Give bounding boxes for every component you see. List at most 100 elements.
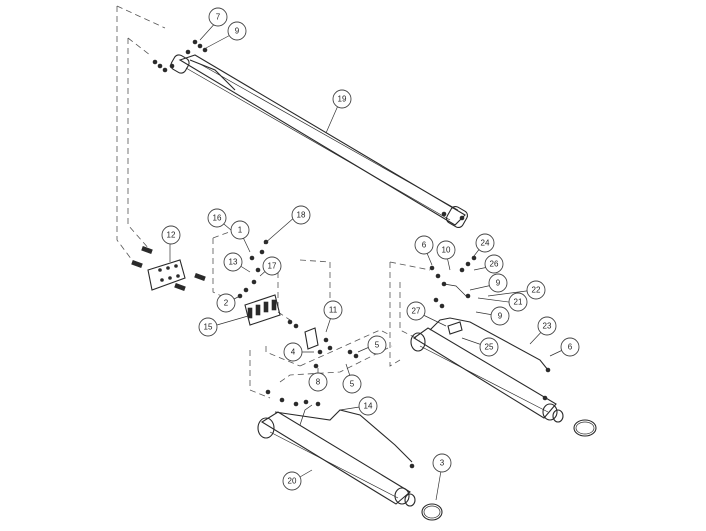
callout-c25: 25 (479, 337, 499, 357)
callout-label: 11 (329, 306, 338, 315)
callout-c6b: 6 (560, 337, 580, 357)
callout-circle (216, 293, 236, 313)
callout-c22: 22 (526, 280, 546, 300)
callout-circle (342, 374, 362, 394)
fittings-right (429, 255, 477, 309)
callout-circle (223, 252, 243, 272)
callout-label: 20 (288, 477, 297, 486)
callout-circle (207, 208, 227, 228)
callout-circle (282, 471, 302, 491)
callout-c20: 20 (282, 471, 302, 491)
callout-c21: 21 (508, 292, 528, 312)
callout-label: 1 (238, 226, 243, 235)
callout-c11: 11 (323, 300, 343, 320)
callout-circle (488, 273, 508, 293)
part-11-tee-bracket (287, 319, 359, 369)
callout-circle (479, 337, 499, 357)
callout-circle (432, 453, 452, 473)
callout-label: 16 (213, 214, 222, 223)
callout-label: 5 (375, 341, 380, 350)
callout-circle (308, 372, 328, 392)
callout-c19: 19 (332, 89, 352, 109)
callout-circle (367, 335, 387, 355)
callout-circle (490, 306, 510, 326)
hose-routing-lines (116, 5, 431, 399)
callout-label: 4 (291, 348, 296, 357)
callout-circle (230, 220, 250, 240)
callout-c27: 27 (406, 301, 426, 321)
callout-c1: 1 (230, 220, 250, 240)
callout-c12: 12 (161, 225, 181, 245)
callout-circle (526, 280, 546, 300)
callout-c5a: 5 (367, 335, 387, 355)
callout-label: 24 (481, 239, 490, 248)
callout-c5b: 5 (342, 374, 362, 394)
callout-label: 6 (422, 241, 427, 250)
callout-label: 15 (204, 323, 213, 332)
callout-label: 23 (543, 322, 552, 331)
callout-label: 9 (496, 279, 501, 288)
callout-label: 5 (350, 380, 355, 389)
callout-label: 13 (229, 258, 238, 267)
callout-circle (161, 225, 181, 245)
callout-circle (560, 337, 580, 357)
callout-c4: 4 (283, 342, 303, 362)
callout-c15: 15 (198, 317, 218, 337)
callout-c9a: 9 (227, 21, 247, 41)
callout-circle (436, 240, 456, 260)
callout-circle (508, 292, 528, 312)
callout-label: 22 (532, 286, 541, 295)
part-23-right-cylinder (410, 317, 564, 423)
callout-label: 27 (412, 307, 421, 316)
fittings-top (152, 39, 208, 73)
part-3-seal-ring-right (573, 419, 597, 437)
callout-circle (198, 317, 218, 337)
part-12-manifold-plate (131, 246, 206, 291)
callout-label: 2 (224, 299, 229, 308)
callout-circle (358, 396, 378, 416)
callout-label: 21 (514, 298, 523, 307)
callout-circle (537, 316, 557, 336)
part-19-boom-cylinder (169, 49, 469, 229)
callout-label: 26 (490, 260, 499, 269)
callout-label: 25 (485, 343, 494, 352)
callout-label: 14 (364, 402, 373, 411)
callout-c3: 3 (432, 453, 452, 473)
callout-c2: 2 (216, 293, 236, 313)
callout-label: 3 (440, 459, 445, 468)
callout-label: 9 (235, 27, 240, 36)
callout-c23: 23 (537, 316, 557, 336)
callout-label: 9 (498, 312, 503, 321)
callout-label: 19 (338, 95, 347, 104)
callout-label: 7 (216, 13, 221, 22)
callout-circle (227, 21, 247, 41)
callout-c16: 16 (207, 208, 227, 228)
callout-circle (283, 342, 303, 362)
callout-circle (475, 233, 495, 253)
callout-c10: 10 (436, 240, 456, 260)
callout-circle (208, 7, 228, 27)
callout-c7: 7 (208, 7, 228, 27)
callout-bubbles: 7 9 19 12 16 1 18 13 17 2 15 11 4 5 8 5 14 20 3 6 10 24 26 9 22 2… (161, 7, 580, 491)
callout-c9b: 9 (488, 273, 508, 293)
callout-label: 18 (297, 211, 306, 220)
callout-label: 8 (316, 378, 321, 387)
callout-circle (291, 205, 311, 225)
part-20-lower-cylinder (257, 389, 416, 507)
callout-c8: 8 (308, 372, 328, 392)
part-3-seal-ring (421, 503, 443, 521)
callout-label: 10 (442, 246, 451, 255)
callout-c9c: 9 (490, 306, 510, 326)
callout-c18: 18 (291, 205, 311, 225)
callout-circle (323, 300, 343, 320)
part-15-control-valve (237, 239, 281, 326)
callout-label: 12 (167, 231, 176, 240)
callout-circle (262, 256, 282, 276)
callout-c17: 17 (262, 256, 282, 276)
callout-c13: 13 (223, 252, 243, 272)
callout-circle (406, 301, 426, 321)
callout-circle (484, 254, 504, 274)
callout-circle (414, 235, 434, 255)
callout-c26: 26 (484, 254, 504, 274)
